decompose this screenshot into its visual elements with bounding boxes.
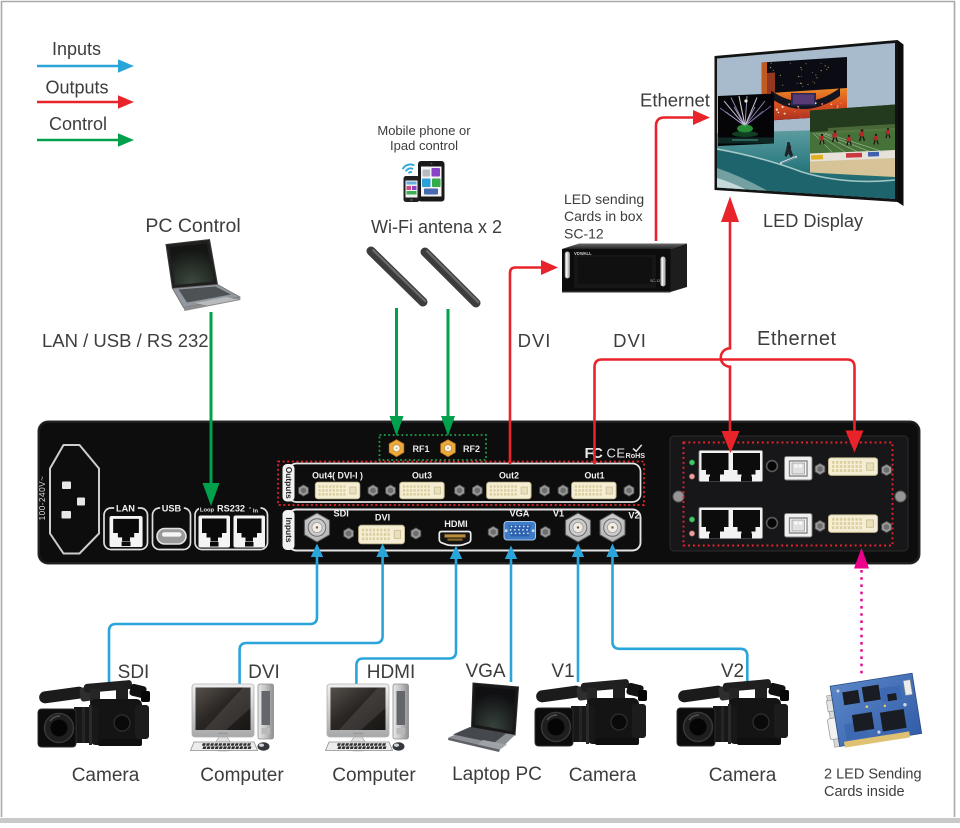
svg-text:RS232: RS232 — [217, 504, 245, 514]
svg-text:USB: USB — [162, 504, 182, 514]
svg-text:Outputs: Outputs — [284, 467, 294, 499]
svg-text:HDMI: HDMI — [367, 662, 416, 683]
svg-text:VGA: VGA — [465, 661, 505, 682]
svg-text:SDI: SDI — [118, 662, 150, 683]
svg-text:Out1: Out1 — [584, 471, 604, 481]
svg-text:Computer: Computer — [200, 765, 284, 786]
svg-text:Camera: Camera — [709, 765, 777, 786]
svg-text:Cards inside: Cards inside — [824, 784, 905, 800]
svg-text:V1: V1 — [553, 509, 564, 519]
svg-text:Camera: Camera — [569, 765, 637, 786]
svg-text:LAN: LAN — [116, 504, 135, 514]
svg-text:RF1: RF1 — [412, 444, 429, 454]
svg-text:VDWALL: VDWALL — [574, 251, 592, 256]
svg-text:Outputs: Outputs — [46, 78, 109, 98]
svg-text:2 LED Sending: 2 LED Sending — [824, 767, 922, 783]
svg-text:Ethernet: Ethernet — [640, 90, 710, 111]
svg-text:Loop: Loop — [200, 508, 215, 514]
svg-text:VGA: VGA — [510, 509, 530, 519]
svg-text:DVI: DVI — [248, 662, 280, 683]
svg-text:Laptop PC: Laptop PC — [452, 764, 542, 785]
svg-text:Ipad control: Ipad control — [390, 138, 458, 153]
svg-text:Out4( DVI-I ): Out4( DVI-I ) — [312, 471, 363, 481]
svg-text:V2: V2 — [628, 511, 639, 521]
svg-text:SC-12: SC-12 — [650, 279, 660, 283]
svg-text:C: C — [592, 445, 603, 462]
svg-text:V2: V2 — [721, 661, 744, 682]
svg-text:Camera: Camera — [72, 765, 140, 786]
svg-text:In: In — [253, 509, 259, 515]
svg-text:LAN / USB / RS 232: LAN / USB / RS 232 — [42, 330, 209, 351]
svg-text:Ethernet: Ethernet — [757, 328, 837, 350]
svg-text:Inputs: Inputs — [52, 39, 101, 59]
svg-text:V1: V1 — [551, 661, 574, 682]
svg-text:Out3: Out3 — [412, 471, 432, 481]
svg-text:DVI: DVI — [613, 330, 647, 351]
svg-text:RoHS: RoHS — [626, 451, 646, 460]
svg-text:Control: Control — [49, 114, 107, 134]
svg-text:Computer: Computer — [332, 765, 416, 786]
svg-text:RF2: RF2 — [463, 444, 480, 454]
svg-text:DVI: DVI — [518, 330, 552, 351]
svg-text:Inputs: Inputs — [284, 517, 294, 542]
svg-text:DVI: DVI — [375, 513, 390, 523]
svg-text:100-240V~: 100-240V~ — [38, 476, 47, 521]
svg-text:Wi-Fi antena x 2: Wi-Fi antena x 2 — [371, 217, 502, 237]
svg-text:SDI: SDI — [334, 509, 349, 519]
svg-text:SC-12: SC-12 — [564, 226, 604, 242]
svg-text:Cards in box: Cards in box — [564, 208, 643, 224]
svg-text:Mobile phone or: Mobile phone or — [377, 123, 471, 138]
svg-text:LED Display: LED Display — [763, 211, 864, 231]
svg-text:LED sending: LED sending — [564, 191, 644, 207]
svg-text:Out2: Out2 — [499, 471, 519, 481]
svg-text:PC Control: PC Control — [145, 215, 240, 237]
svg-text:F: F — [585, 445, 594, 462]
svg-text:HDMI: HDMI — [444, 519, 467, 529]
svg-text:CE: CE — [607, 446, 626, 461]
